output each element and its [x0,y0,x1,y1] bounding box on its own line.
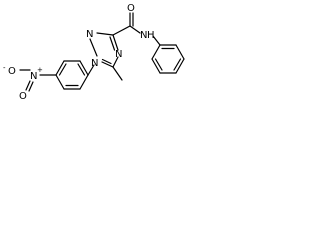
nitrophenyl-ring [55,60,89,90]
atom-n-triazole-top: N [86,29,93,40]
bond-c5-n1-double [101,58,112,65]
nitro-group [19,69,57,92]
bond-c3-n4-double [109,36,116,51]
bond-c3-n4 [112,34,119,51]
phenyl-bond-5 [151,58,161,74]
atom-o-nitro-minus: O [8,66,16,77]
bond-c5-n1 [101,61,114,68]
aryl-bond-1 [79,74,89,90]
aryl-inner-3 [77,63,86,76]
atom-n-triazole-1: N [91,58,98,69]
carboxamide-group [112,12,161,46]
phenyl-bond-3 [175,58,185,74]
phenyl-inner-3 [154,58,163,71]
phenyl-bond-6 [151,44,161,60]
atom-n-amide: N [140,30,147,41]
triazole-ring [89,32,119,68]
bond-c3-carbonyl [112,25,131,36]
nitro-plus-charge: + [37,66,43,74]
bond-methyl [112,66,123,81]
aryl-bond-6 [79,60,89,76]
phenyl-bond-2 [175,44,185,60]
bond-nitro-o-double [25,80,31,91]
n-phenyl-ring [151,44,185,74]
bond-n4-c5 [112,56,119,68]
bond-nitro-o-double-2 [28,81,34,92]
aryl-bond-3 [55,74,65,90]
bond-n2-c3 [96,32,114,36]
atom-n-nitro: N [30,71,37,82]
phenyl-inner-2 [173,58,182,71]
atom-h-amide: H [147,30,155,41]
structure-diagram: N N N O N H N + O O - [3,3,185,102]
aryl-inner-2 [58,63,67,76]
atom-n-triazole-4: N [115,49,122,60]
bond-n1-n2 [89,38,98,57]
atom-o-nitro-double: O [19,91,27,102]
atom-o-carbonyl: O [127,3,135,14]
nitro-minus-charge: - [3,64,6,72]
bond-carbonyl-n [129,25,141,34]
aryl-bond-4 [55,60,65,76]
bond-n-phenyl [152,35,161,46]
bond-n1-aryl [87,64,95,76]
